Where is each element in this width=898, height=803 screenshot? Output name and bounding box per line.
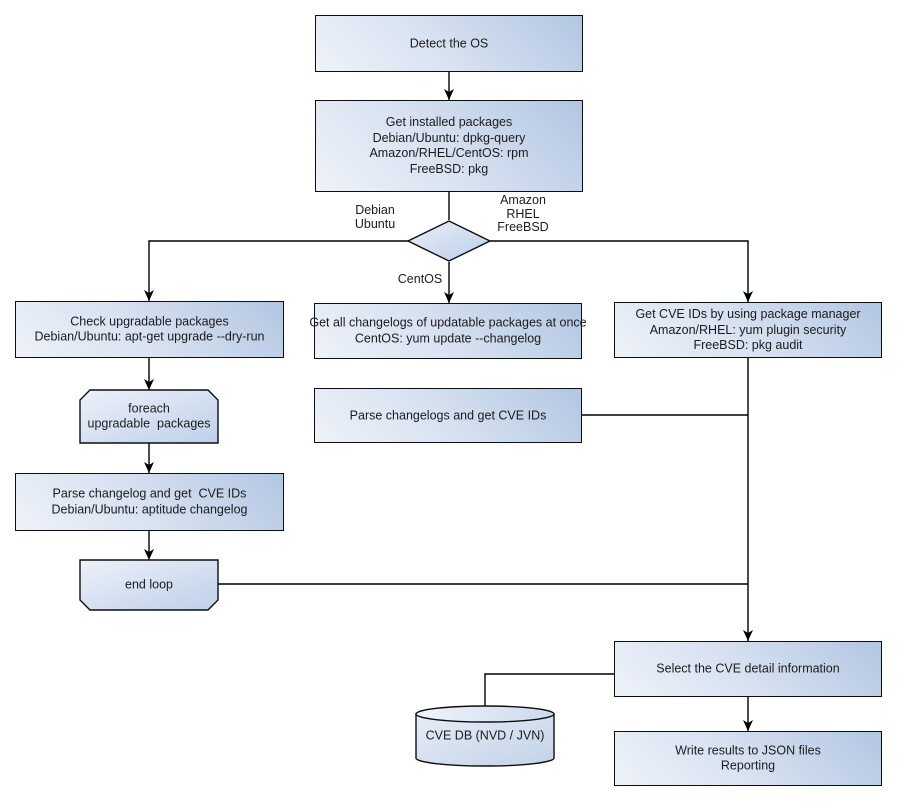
- node-label: Parse changelogs and get CVE IDs: [349, 407, 547, 422]
- node-get-all-changelogs: Get all changelogs of updatable packages…: [309, 303, 587, 359]
- node-label: Get all changelogs of updatable packages…: [309, 315, 587, 346]
- node-write-results: Write results to JSON files Reporting: [614, 731, 882, 786]
- node-label: Detect the OS: [409, 35, 489, 50]
- edge-decision-to-get-cve-ids: [490, 240, 753, 302]
- node-get-cve-ids-package-manager: Get CVE IDs by using package manager Ama…: [614, 302, 882, 358]
- edge-label-centos: CentOS: [397, 272, 443, 286]
- foreach-loop-shape: [79, 389, 219, 444]
- node-label: Select the CVE detail information: [656, 661, 840, 676]
- node-parse-changelogs-centos: Parse changelogs and get CVE IDs: [314, 388, 582, 443]
- node-detect-os: Detect the OS: [315, 15, 583, 72]
- node-label: Get CVE IDs by using package manager Ama…: [635, 306, 861, 352]
- edge-label-amazon-rhel-freebsd: Amazon RHEL FreeBSD: [497, 193, 549, 234]
- edge-decision-to-check-upgradable: [144, 240, 408, 301]
- node-label: foreach upgradable packages: [87, 401, 211, 431]
- edge-label-debian-ubuntu: Debian Ubuntu: [354, 203, 396, 231]
- node-get-installed-packages: Get installed packages Debian/Ubuntu: dp…: [315, 100, 583, 192]
- end-loop-label-box: end loop: [80, 560, 218, 610]
- node-check-upgradable-packages: Check upgradable packages Debian/Ubuntu:…: [15, 301, 284, 358]
- node-label: end loop: [125, 577, 173, 592]
- edge-cvedb-to-select: [484, 673, 614, 708]
- cve-db-label-box: CVE DB (NVD / JVN): [415, 710, 555, 762]
- node-label: Write results to JSON files Reporting: [675, 743, 821, 773]
- node-label: CVE DB (NVD / JVN): [425, 728, 545, 743]
- node-label: Parse changelog and get CVE IDs Debian/U…: [51, 486, 248, 517]
- node-select-cve-detail: Select the CVE detail information: [614, 641, 882, 697]
- node-parse-changelog-debian: Parse changelog and get CVE IDs Debian/U…: [15, 473, 284, 531]
- end-loop-shape: [79, 559, 219, 611]
- cve-db-cylinder-top: [415, 705, 555, 723]
- node-label: Get installed packages Debian/Ubuntu: dp…: [369, 115, 529, 176]
- os-decision-diamond: [406, 220, 492, 262]
- cve-db-cylinder-body: [415, 713, 555, 767]
- foreach-loop-label-box: foreach upgradable packages: [80, 390, 218, 443]
- node-label: Check upgradable packages Debian/Ubuntu:…: [34, 314, 265, 344]
